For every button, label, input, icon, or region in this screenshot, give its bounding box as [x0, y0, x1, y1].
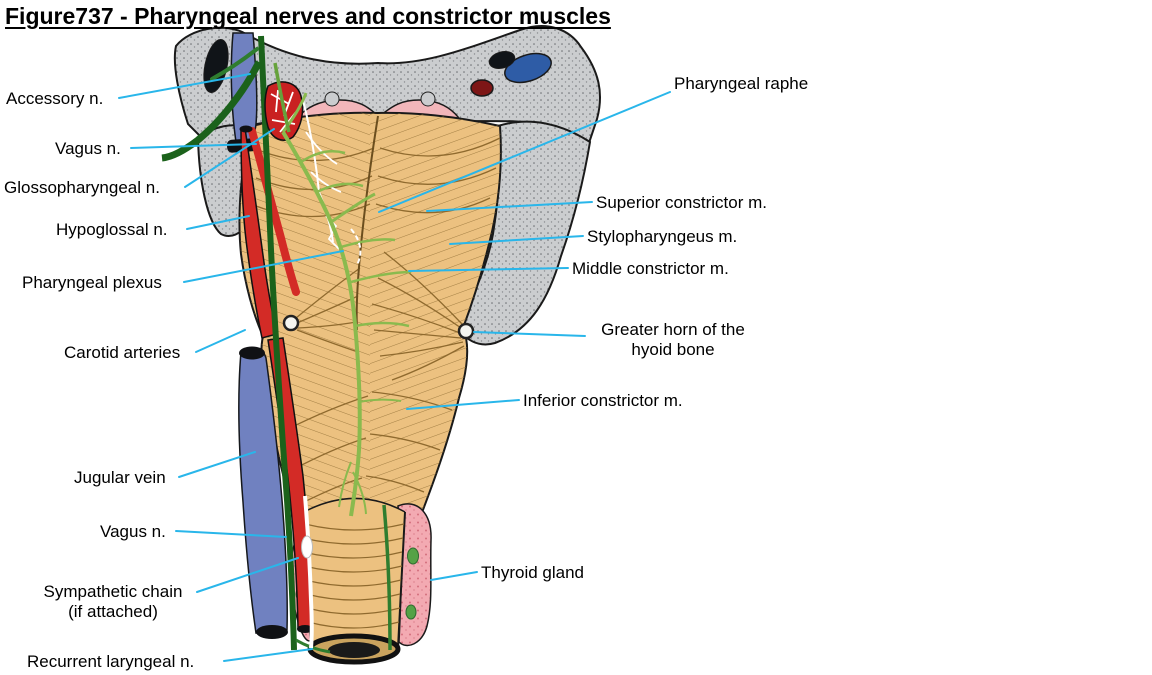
hyoid-horn-left — [282, 314, 300, 332]
sympathetic-ganglion — [301, 535, 313, 559]
leader-thyroid-gland — [430, 571, 478, 581]
venous-sinus-blue-patch — [504, 52, 552, 84]
label-vagus-n-lower: Vagus n. — [100, 522, 166, 541]
esophagus-tube — [302, 497, 406, 665]
circular-fiber-lines — [302, 523, 405, 629]
leader-pharyngeal-raphe — [378, 91, 671, 213]
artery-cross-section — [470, 79, 494, 97]
figure-title: Figure737 - Pharyngeal nerves and constr… — [5, 3, 611, 29]
label-vagus-n-upper: Vagus n. — [55, 139, 121, 158]
leader-greater-horn-hyoid — [473, 331, 586, 337]
label-superior-constrictor-m: Superior constrictor m. — [596, 193, 767, 212]
leader-carotid-arteries — [195, 329, 246, 353]
label-jugular-vein: Jugular vein — [74, 468, 166, 487]
leader-sympathetic-chain — [196, 557, 299, 593]
leader-superior-constrictor-m — [426, 201, 593, 212]
leader-lines — [118, 73, 671, 662]
vagus-nerve-shape — [161, 35, 392, 654]
label-accessory-n: Accessory n. — [6, 89, 104, 108]
label-inferior-constrictor-m: Inferior constrictor m. — [523, 391, 683, 410]
label-carotid-arteries: Carotid arteries — [64, 343, 181, 362]
vagus-branch — [161, 60, 263, 162]
vagus-trunk — [258, 35, 297, 651]
leader-jugular-vein — [178, 451, 256, 478]
glossopharyngeal-line — [273, 62, 291, 133]
hyoid-greater-horns — [282, 314, 475, 340]
label-pharyngeal-raphe: Pharyngeal raphe — [674, 74, 809, 93]
label-pharyngeal-plexus: Pharyngeal plexus — [22, 273, 162, 292]
label-greater-horn-hyoid: Greater horn of the hyoid bone — [601, 320, 745, 359]
label-hypoglossal-n: Hypoglossal n. — [56, 220, 168, 239]
accessory-nerve-line — [210, 47, 259, 81]
leader-pharyngeal-plexus — [183, 250, 344, 283]
leader-hypoglossal-n — [186, 215, 250, 230]
leader-vagus-n-lower — [175, 530, 287, 538]
label-thyroid-gland: Thyroid gland — [481, 563, 585, 582]
label-sympathetic-chain: Sympathetic chain (if attached) — [43, 582, 183, 621]
leader-inferior-constrictor-m — [406, 399, 520, 410]
label-middle-constrictor-m: Middle constrictor m. — [572, 259, 729, 278]
leader-accessory-n — [118, 73, 251, 99]
label-stylopharyngeus-m: Stylopharyngeus m. — [587, 227, 738, 246]
leader-vagus-n-upper — [130, 143, 257, 149]
leader-glossopharyngeal-n — [184, 128, 275, 188]
pharyngeal-raphe-line — [355, 115, 379, 331]
leader-stylopharyngeus-m — [449, 235, 584, 245]
pharyngeal-plexus-shape — [273, 62, 412, 517]
leader-middle-constrictor-m — [408, 267, 569, 272]
label-glossopharyngeal-n: Glossopharyngeal n. — [4, 178, 160, 197]
hyoid-horn-right — [457, 322, 475, 340]
jugular-vein-shape — [226, 32, 289, 639]
recurrent-laryngeal-right — [382, 504, 392, 651]
label-recurrent-laryngeal-n: Recurrent laryngeal n. — [27, 652, 195, 671]
sympathetic-chain-shape — [301, 495, 314, 649]
leader-recurrent-laryngeal-n — [223, 648, 313, 662]
